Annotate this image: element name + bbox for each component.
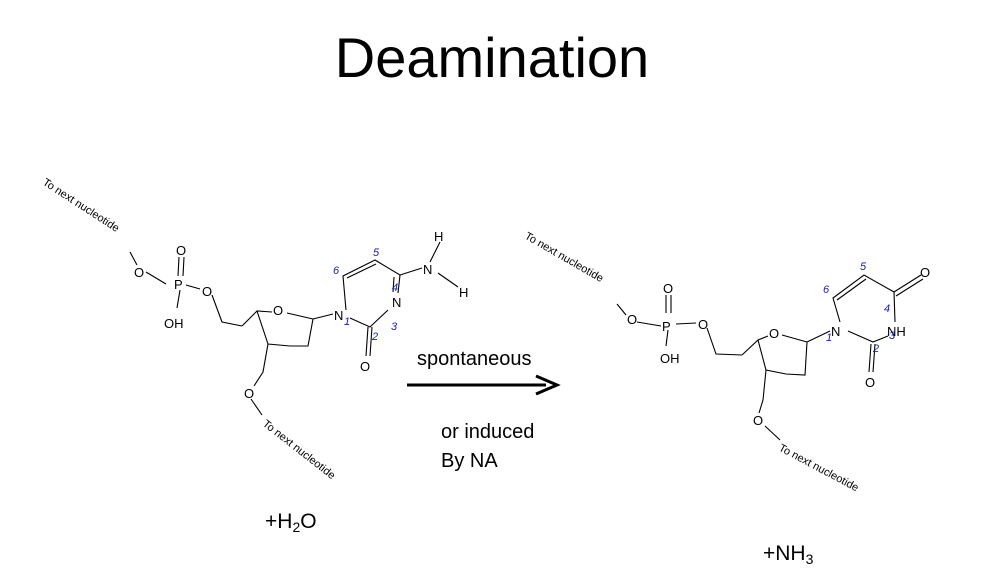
reactant-bond-3prime [253,343,269,387]
reactant-strand-label-bottom: To next nucleotide [260,418,337,482]
reactant-strand-label-top: To next nucleotide [40,176,121,234]
reactant-ring-number: 2 [371,331,378,343]
reactant-atom-p: P [174,277,183,292]
reactant-atom-o-carbonyl: O [360,359,370,374]
arrow-label-or-induced: or induced [441,421,534,443]
reactant-atom-o: O [134,265,144,280]
product-atom-o: O [663,281,673,296]
reactant-ring-number: 3 [391,321,398,333]
reactant-bond-nh [429,241,459,288]
reactant-atom-h: H [434,229,443,244]
product-base-ring [832,274,896,343]
reactant-double-bond-po [177,256,185,277]
product-bond-3prime [758,369,767,414]
product-bond [706,327,743,356]
product-ring-number: 4 [884,303,890,315]
reactant-ring-number: 4 [392,282,398,294]
product-ring-number: 1 [826,332,832,344]
reactant-byproduct: +H2O [265,510,317,535]
reactant-carbonyl [365,326,373,357]
product-atom-n1: N [831,324,840,339]
product-base-double [836,278,867,301]
reactant-ring-number: 5 [373,247,380,259]
product-atom-o-carbonyl-2: O [865,375,875,390]
reactant-atom-n-amine: N [423,262,432,277]
reactant-bond [211,294,243,327]
product-byproduct: +NH3 [763,542,814,567]
product-strand-label-bottom: To next nucleotide [777,442,861,494]
product-carbonyl-4 [893,274,924,297]
reactant-bond [129,251,138,266]
product-sugar-ring [757,334,808,376]
product-bond-glycosidic [806,330,831,343]
product-ring-number: 3 [889,330,896,342]
page-title: Deamination [334,26,650,89]
product-ring-number: 2 [872,343,879,355]
reactant-base-double [392,276,395,293]
reactant-base-ring [342,259,401,328]
reactant-atom-n1: N [334,308,343,323]
arrow-label-by-na: By NA [441,450,498,472]
product-strand-label-top: To next nucleotide [523,230,606,285]
product-bond [636,321,662,327]
product-atom-o-carbonyl-4: O [920,265,930,280]
reactant-sugar-ring [241,310,273,327]
product-atom-oh: OH [660,351,680,366]
reactant-atom-o-ring: O [273,303,283,318]
product-bond [616,303,627,316]
arrow-label-spontaneous: spontaneous [417,348,532,370]
reactant-bond-p-oh [176,289,181,309]
product-ring-number: 6 [823,284,830,296]
product-double-bond-po [665,295,672,313]
reactant-ring-number: 1 [344,316,350,328]
product-atom-o-ring: O [769,326,779,341]
reactant-base-double [346,263,377,279]
reactant-atom-o: O [202,284,212,299]
product-atom-o: O [627,312,637,327]
reactant-ring-number: 6 [333,265,340,277]
product-atom-o: O [698,317,708,332]
reactant-atom-oh: OH [164,316,184,331]
reactant-bond-glycosidic [312,313,334,320]
reaction-arrow-group: spontaneous or induced By NA [407,348,561,472]
reaction-arrow-head [535,374,561,396]
reactant-atom-o: O [176,243,186,258]
product-molecule: To next nucleotide O P O OH O O O N NH O… [523,230,931,567]
reactant-bond-amine [399,267,423,276]
reactant-atom-o-3prime: O [244,386,254,401]
product-atom-nh: NH [887,324,906,339]
product-bond [675,322,697,325]
reactant-molecule: To next nucleotide O P O OH O O O N N O … [40,176,468,535]
reactant-bond [145,271,167,285]
reactant-bond [250,398,263,416]
product-ring-number: 5 [860,261,867,273]
product-sugar-ring [741,335,769,356]
product-carbonyl-2 [868,343,876,373]
product-atom-o-3prime: O [753,413,763,428]
product-bond-p-oh [665,329,669,347]
product-bond [764,425,781,441]
reactant-atom-n3: N [392,295,401,310]
reactant-atom-h: H [459,285,468,300]
reactant-bond [185,284,201,290]
reactant-sugar-ring [256,310,314,347]
product-atom-p: P [662,319,671,334]
